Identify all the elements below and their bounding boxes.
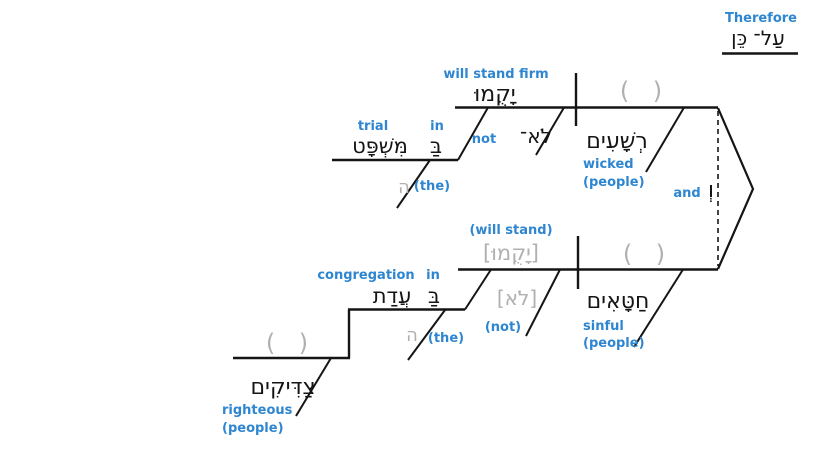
conjunction-bracket <box>716 107 755 270</box>
clause2-subject-slant <box>633 268 684 348</box>
clause1-negation-hebrew: לֹא־ <box>520 124 552 148</box>
conjunction-gloss: and <box>673 186 700 201</box>
therefore-gloss: Therefore <box>725 11 797 26</box>
clause1-pp-prep-hebrew: בַּ <box>430 134 442 158</box>
clause2-subject-gloss-1: sinful <box>583 319 624 334</box>
clause2-pp-object-hebrew: עֲדַת <box>373 284 412 308</box>
clause1-pp-object-gloss: trial <box>358 119 388 134</box>
therefore-hebrew: עַל־ כֵּן <box>731 26 785 50</box>
clause2-subject-slot: ( ) <box>623 240 673 268</box>
clause1-subject-gloss-2: (people) <box>583 175 645 190</box>
clause1-article-hebrew: ה <box>398 177 410 198</box>
clause1-negation-gloss: not <box>472 132 496 147</box>
clause1-pp-object-hebrew: מִּשְׁפָּט <box>352 134 408 158</box>
clause2-subject-hebrew: חַטָּאִים <box>587 289 650 314</box>
clause2-subject-gloss-2: (people) <box>583 336 645 351</box>
clause2-article-slant <box>407 309 446 361</box>
clause2-verb-hebrew: [יָקֻמוּ] <box>483 241 539 265</box>
clause1-article-slant <box>396 159 431 209</box>
clause1-subject-slot: ( ) <box>620 77 670 105</box>
construct-hebrew: צַדִּיקִים <box>250 375 315 400</box>
clause2-article-hebrew: ה <box>406 325 418 346</box>
clause2-pp-prep-gloss: in <box>426 268 440 283</box>
clause1-negation-slant <box>535 106 565 156</box>
clause1-verb-hebrew: יָקֻמוּ <box>474 82 518 107</box>
clause2-pp-connector <box>464 268 492 311</box>
clause1-subject-slant <box>645 106 685 173</box>
clause2-pp-prep-hebrew: בַּ <box>428 284 440 308</box>
clause2-negation-slant <box>525 269 561 337</box>
clause1-verb-gloss: will stand firm <box>443 67 548 82</box>
clause1-subject-hebrew: רְשָׁעִים <box>586 129 648 154</box>
conjunction-hebrew: וְ <box>708 178 714 203</box>
construct-gloss-1: righteous <box>222 403 293 418</box>
clause2-negation-gloss: (not) <box>485 320 521 335</box>
clause2-pp-object-gloss: congregation <box>317 268 414 283</box>
clause1-pp-prep-gloss: in <box>430 119 444 134</box>
construct-subject-slant <box>295 357 332 417</box>
clause1-article-gloss: (the) <box>414 179 450 194</box>
construct-subject-slot: ( ) <box>266 329 316 357</box>
clause2-negation-hebrew: [לֹא] <box>497 286 537 310</box>
clause1-subject-gloss-1: wicked <box>583 157 634 172</box>
clause2-article-gloss: (the) <box>428 331 464 346</box>
construct-gloss-2: (people) <box>222 421 284 436</box>
clause2-verb-gloss: (will stand) <box>469 223 552 238</box>
clause1-pp-connector <box>457 107 489 161</box>
